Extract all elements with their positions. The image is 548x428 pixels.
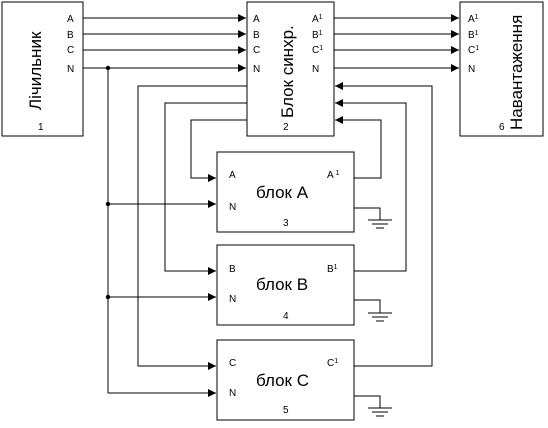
counter-block: Лічильник 1 A B C N (1, 1, 84, 137)
counter-number: 1 (38, 122, 44, 133)
neutral-bus (105, 65, 216, 397)
wire-sync-to-block-b (164, 102, 247, 275)
block-a-number: 3 (283, 218, 289, 229)
block-c-port-n: N (229, 388, 236, 399)
sync-title: Блок синхр. (278, 25, 297, 118)
block-a-title: блок А (256, 183, 309, 202)
wire-block-a-to-sync (335, 116, 382, 179)
wire-block-c-to-sync (335, 82, 433, 367)
ground-a (354, 207, 392, 229)
block-b-port-n: N (229, 294, 236, 305)
sync-in-port-a: A (253, 14, 260, 25)
sync-out-port-c1: C1 (312, 45, 323, 56)
ground-b (354, 299, 392, 322)
counter-title: Лічильник (26, 31, 45, 110)
block-a-port-out: A 1 (327, 170, 340, 181)
counter-port-n: N (67, 64, 74, 75)
sync-in-port-b: B (253, 30, 260, 41)
load-port-a1: A1 (468, 14, 479, 25)
load-block: Навантаження 6 A1 B1 C1 N (459, 1, 544, 137)
sync-in-port-n: N (253, 64, 260, 75)
load-title: Навантаження (507, 15, 526, 130)
block-c-port-out: C1 (327, 358, 338, 369)
block-c-title: блок С (256, 371, 309, 390)
wire-block-b-to-sync (335, 99, 407, 272)
ground-c (354, 395, 392, 417)
block-a-port-n: N (229, 202, 236, 213)
ground-wire (354, 395, 381, 408)
wires-sync-to-blocks (137, 85, 247, 370)
block-b-port-out: B1 (327, 264, 338, 275)
counter-port-a: A (67, 14, 74, 25)
wire-sync-to-block-c (137, 85, 247, 370)
sync-number: 2 (283, 122, 289, 133)
block-b-port-in: B (229, 264, 236, 275)
wires-sync-to-load (334, 14, 459, 72)
block-a: блок А 3 A N A 1 (216, 151, 355, 233)
sync-out-port-a1: A1 (312, 14, 323, 25)
block-c-number: 5 (283, 405, 289, 416)
block-c-port-in: C (229, 358, 236, 369)
ground-wire (354, 207, 381, 220)
sync-in-port-c: C (253, 45, 260, 56)
load-port-c1: C1 (468, 45, 479, 56)
block-a-port-in: A (229, 170, 236, 181)
wire-sync-to-block-a (190, 119, 247, 182)
block-b-title: блок В (256, 275, 308, 294)
sync-out-port-b1: B1 (312, 30, 323, 41)
counter-port-c: C (67, 45, 74, 56)
block-b-number: 4 (283, 311, 289, 322)
block-c: блок С 5 C N C1 (216, 339, 355, 421)
sync-block: Блок синхр. 2 A B C N A1 B1 C1 N (246, 1, 335, 137)
block-b: блок В 4 B N B1 (216, 244, 355, 326)
ground-wire (354, 299, 381, 313)
junction-dot (105, 65, 111, 71)
sync-out-port-n: N (312, 64, 319, 75)
load-port-b1: B1 (468, 30, 479, 41)
load-port-n: N (468, 64, 475, 75)
counter-port-b: B (67, 30, 74, 41)
wires-counter-to-sync (83, 14, 246, 72)
wires-blocks-to-sync (335, 82, 433, 367)
load-number: 6 (499, 122, 505, 133)
